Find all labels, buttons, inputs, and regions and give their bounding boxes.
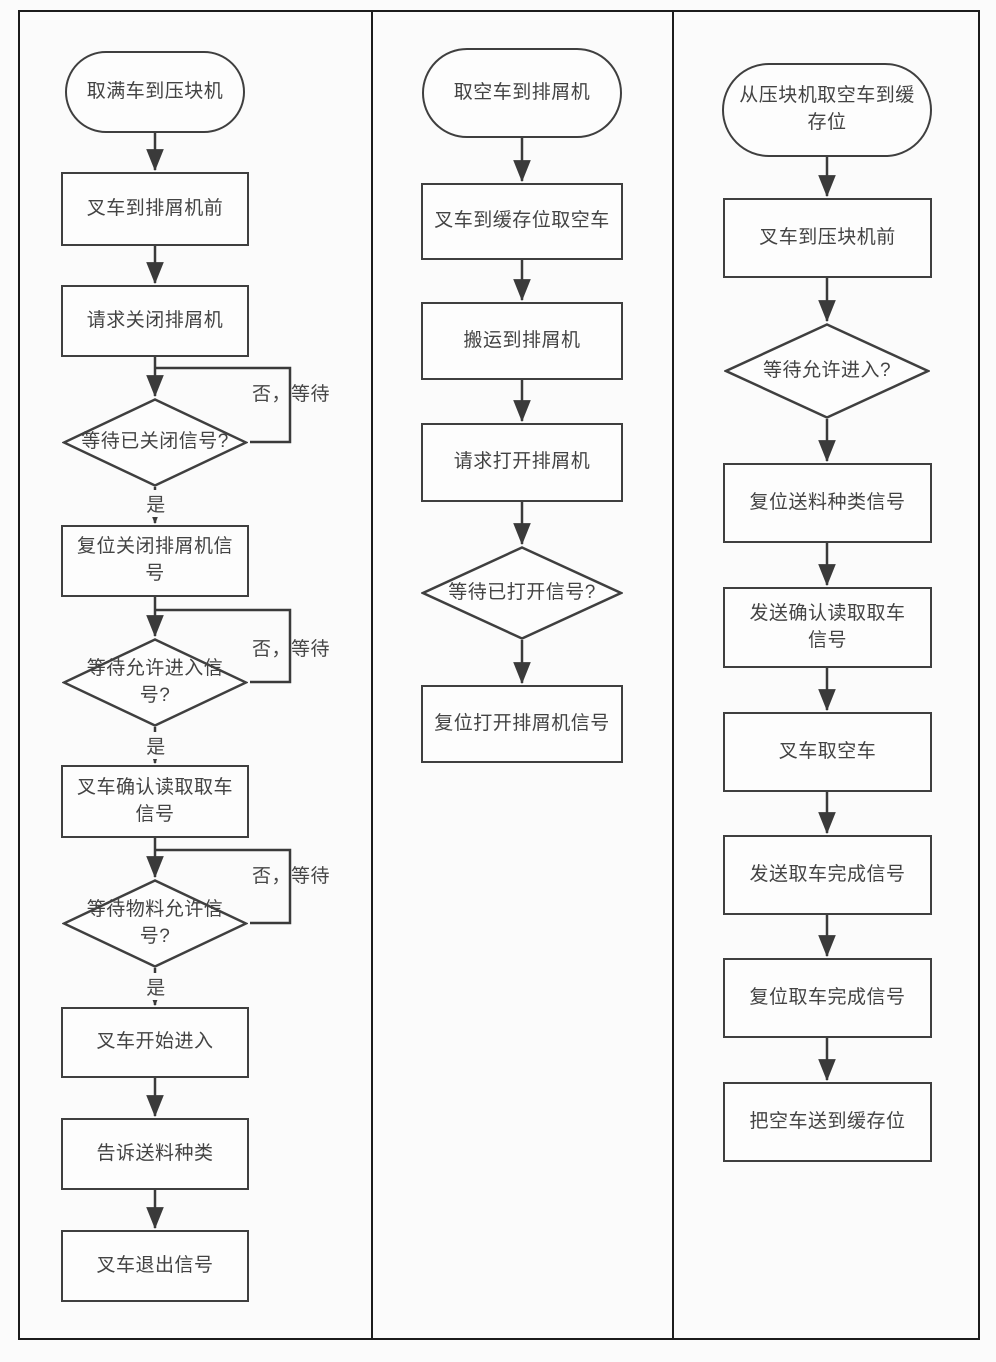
node-label: 告诉送料种类: [96, 1142, 214, 1164]
flow2-move-to-chip-conveyor: 搬运到排屑机: [421, 302, 623, 380]
node-label: 等待允许进入信号?: [86, 657, 224, 706]
flow3-wait-entry-decision: 等待允许进入?: [724, 323, 930, 419]
flow1-reset-close-signal: 复位关闭排屑机信号: [61, 525, 249, 597]
diagram-border: [18, 10, 980, 1340]
node-label: 叉车到压块机前: [759, 226, 896, 248]
branch-label-yes-2: 是: [138, 732, 174, 759]
flow1-tell-material-type: 告诉送料种类: [61, 1118, 249, 1190]
node-label: 叉车到排屑机前: [86, 197, 224, 219]
diamond-shape-icon: [62, 638, 248, 727]
flow1-start-terminator: 取满车到压块机: [65, 51, 245, 133]
node-label: 从压块机取空车到缓存位: [739, 85, 915, 133]
node-label: 等待已打开信号?: [448, 581, 596, 603]
node-label: 取满车到压块机: [86, 80, 224, 102]
node-label: 复位送料种类信号: [749, 491, 906, 513]
flow1-wait-closed-signal-decision: 等待已关闭信号?: [62, 398, 248, 487]
diamond-shape-icon: [724, 323, 930, 419]
branch-label-yes-1: 是: [138, 490, 174, 517]
column-divider-2: [672, 10, 674, 1340]
diamond-shape-icon: [421, 546, 623, 640]
diamond-shape-icon: [62, 398, 248, 487]
branch-label-no-2: 否，等待: [252, 639, 331, 660]
flow1-forklift-to-chip-conveyor: 叉车到排屑机前: [61, 172, 249, 246]
node-label: 发送取车完成信号: [749, 863, 906, 885]
flow1-wait-entry-permit-decision: 等待允许进入信号?: [62, 638, 248, 727]
branch-label-no-3: 否，等待: [252, 866, 331, 887]
node-label: 把空车送到缓存位: [749, 1110, 906, 1132]
node-label: 等待已关闭信号?: [81, 431, 229, 453]
flow1-forklift-exit-signal: 叉车退出信号: [61, 1230, 249, 1302]
diamond-shape-icon: [62, 879, 248, 968]
flow2-start-terminator: 取空车到排屑机: [422, 48, 622, 138]
node-label: 取空车到排屑机: [453, 81, 591, 103]
flow2-reset-open-signal: 复位打开排屑机信号: [421, 685, 623, 763]
flow1-request-close-chip-conveyor: 请求关闭排屑机: [61, 285, 249, 357]
node-label: 叉车退出信号: [96, 1254, 214, 1276]
node-label: 叉车确认读取取车信号: [76, 776, 233, 825]
node-label: 复位关闭排屑机信号: [76, 536, 233, 584]
node-label: 复位取车完成信号: [749, 986, 906, 1008]
flow3-send-cart-to-buffer: 把空车送到缓存位: [723, 1082, 932, 1162]
branch-label-no-1: 否，等待: [252, 384, 331, 405]
flow2-forklift-to-buffer-get-empty-cart: 叉车到缓存位取空车: [421, 183, 623, 260]
node-label: 叉车开始进入: [96, 1031, 214, 1053]
flow3-forklift-get-empty-cart: 叉车取空车: [723, 712, 932, 792]
flow1-wait-material-permit-decision: 等待物料允许信号?: [62, 879, 248, 968]
flow2-wait-opened-signal-decision: 等待已打开信号?: [421, 546, 623, 640]
node-label: 请求关闭排屑机: [86, 309, 224, 331]
flow3-send-confirm-read-signal: 发送确认读取取车信号: [723, 587, 932, 668]
flow3-reset-pickup-done-signal: 复位取车完成信号: [723, 958, 932, 1038]
node-label: 等待允许进入?: [762, 359, 892, 381]
node-label: 叉车取空车: [778, 740, 877, 762]
flow3-start-terminator: 从压块机取空车到缓存位: [722, 63, 932, 157]
flow1-confirm-read-pickup-signal: 叉车确认读取取车信号: [61, 765, 249, 838]
flow3-send-pickup-done-signal: 发送取车完成信号: [723, 835, 932, 915]
node-label: 复位打开排屑机信号: [434, 712, 610, 734]
flow1-forklift-enter: 叉车开始进入: [61, 1007, 249, 1078]
node-label: 叉车到缓存位取空车: [434, 210, 610, 232]
flow3-forklift-to-briquetter: 叉车到压块机前: [723, 198, 932, 278]
node-label: 等待物料允许信号?: [86, 898, 224, 947]
flow2-request-open-chip-conveyor: 请求打开排屑机: [421, 423, 623, 502]
node-label: 发送确认读取取车信号: [749, 602, 906, 651]
node-label: 请求打开排屑机: [453, 451, 591, 473]
branch-label-yes-3: 是: [138, 973, 174, 1000]
node-label: 搬运到排屑机: [463, 329, 581, 351]
flow3-reset-material-type-signal: 复位送料种类信号: [723, 463, 932, 543]
column-divider-1: [371, 10, 373, 1340]
